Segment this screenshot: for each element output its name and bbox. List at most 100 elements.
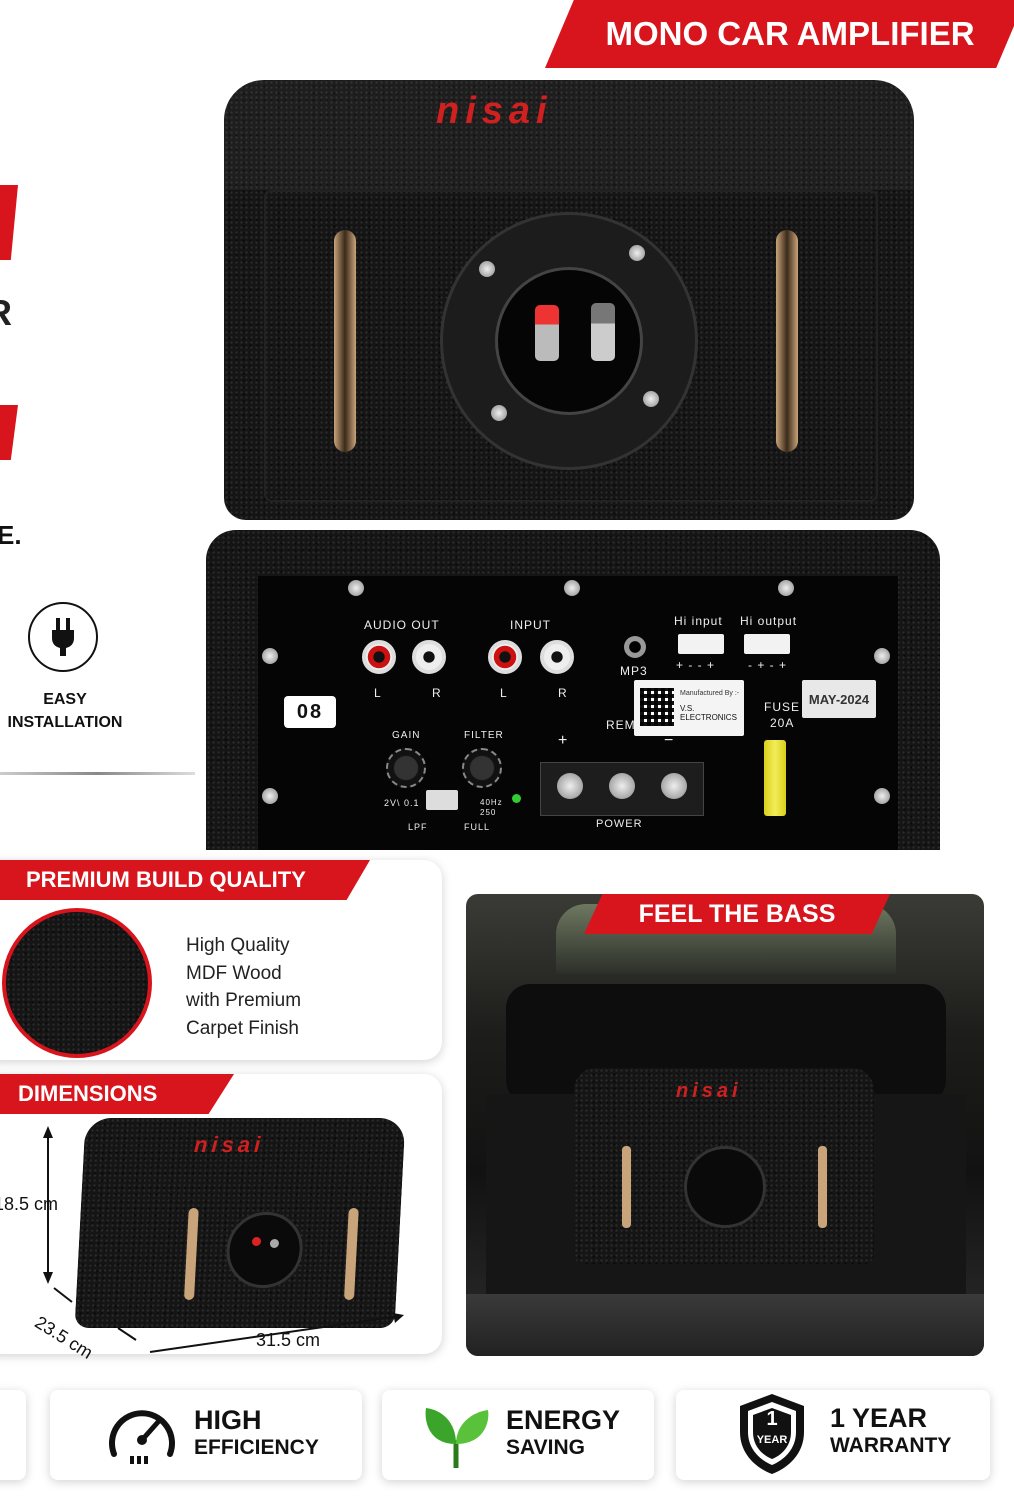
- efficiency-line1: HIGH: [194, 1405, 262, 1435]
- date-text: MAY-2024: [808, 691, 870, 707]
- cup-screw-4: [643, 391, 659, 407]
- carpet-sample-circle: [2, 908, 152, 1058]
- gain-label: GAIN: [392, 730, 421, 741]
- efficiency-line2: EFFICIENCY: [194, 1436, 319, 1459]
- plate-screw-1: [262, 648, 278, 664]
- input-right-jack[interactable]: [540, 640, 574, 674]
- left-red-bar-2: [0, 405, 18, 460]
- plate-screw-4: [874, 788, 890, 804]
- bass-ribbon: FEEL THE BASS: [584, 894, 890, 934]
- bass-title: FEEL THE BASS: [638, 899, 836, 928]
- shield-badge-num: 1: [766, 1408, 778, 1430]
- gain-range: 2V\ 0.1: [384, 798, 420, 808]
- fuse-label: FUSE: [764, 700, 801, 714]
- input-label: INPUT: [510, 618, 551, 632]
- terminal-cup-recess: [495, 267, 643, 415]
- energy-line1: ENERGY: [506, 1405, 621, 1435]
- hi-input-connector[interactable]: [678, 634, 724, 654]
- filter-knob[interactable]: [462, 748, 502, 788]
- premium-line-4: Carpet Finish: [186, 1017, 299, 1039]
- port-left: [334, 230, 356, 452]
- lpf-full-switch[interactable]: [426, 790, 458, 810]
- dimensions-title: DIMENSIONS: [18, 1081, 158, 1106]
- power-terminal-plus[interactable]: [557, 773, 583, 799]
- cup-screw-3: [491, 405, 507, 421]
- amplifier-enclosure: AUDIO OUT INPUT L R L R MP3 Hi input Hi …: [206, 530, 940, 850]
- shield-badge-word: YEAR: [756, 1434, 788, 1446]
- terminal-plus-label: +: [558, 732, 569, 749]
- hi-output-label: Hi output: [740, 614, 798, 628]
- audio-out-right-jack[interactable]: [412, 640, 446, 674]
- enclosure-top-face: [224, 80, 914, 190]
- power-terminal-minus[interactable]: [661, 773, 687, 799]
- manufacturer-line2: V.S. ELECTRONICS: [680, 704, 737, 722]
- qr-label-sticker: Manufactured By :- V.S. ELECTRONICS: [634, 680, 744, 736]
- dimension-arrows: [43, 1126, 404, 1353]
- fuse-rating: 20A: [770, 716, 795, 730]
- energy-text: ENERGY SAVING: [506, 1406, 620, 1462]
- trunk-port-right: [818, 1146, 827, 1228]
- hi-output-connector[interactable]: [744, 634, 790, 654]
- warranty-line2: WARRANTY: [830, 1434, 952, 1457]
- divider-line: [0, 772, 195, 775]
- premium-line-1: High Quality: [186, 935, 290, 956]
- audio-out-l: L: [374, 686, 382, 700]
- trunk-lip: [466, 1294, 984, 1356]
- plate-screw-6: [564, 580, 580, 596]
- filter-label: FILTER: [464, 730, 504, 741]
- gain-knob[interactable]: [386, 748, 426, 788]
- premium-text: High Quality MDF Wood with Premium Carpe…: [186, 932, 301, 1042]
- premium-ribbon: PREMIUM BUILD QUALITY: [0, 860, 370, 900]
- power-terminal-block: [540, 762, 704, 816]
- plate-screw-3: [262, 788, 278, 804]
- hi-input-polarity: + - - +: [676, 658, 716, 672]
- plate-screw-2: [874, 648, 890, 664]
- trunk-terminal-cup: [684, 1146, 766, 1228]
- power-led: [512, 794, 521, 803]
- terminal-red: [535, 305, 559, 361]
- plug-icon: [52, 618, 74, 656]
- date-sticker: MAY-2024: [802, 680, 876, 718]
- feature-tile-efficiency: HIGH EFFICIENCY: [50, 1390, 362, 1480]
- brand-logo: nisai: [436, 90, 553, 132]
- easy-install-line2: INSTALLATION: [7, 714, 123, 731]
- car-trunk-photo: nisai: [466, 894, 984, 1356]
- qr-code-icon: [640, 688, 674, 726]
- plug-icon-circle: [28, 602, 98, 672]
- trunk-port-left: [622, 1146, 631, 1228]
- audio-out-left-jack[interactable]: [362, 640, 396, 674]
- left-fragment-r: R: [0, 292, 12, 334]
- audio-out-r: R: [432, 686, 442, 700]
- warranty-line1: 1 YEAR: [830, 1403, 928, 1433]
- full-label: FULL: [464, 822, 491, 832]
- input-left-jack[interactable]: [488, 640, 522, 674]
- power-label: POWER: [596, 818, 643, 830]
- mp3-jack[interactable]: [624, 636, 646, 658]
- manufacturer-line1: Manufactured By :-: [680, 690, 740, 697]
- mp3-label: MP3: [620, 664, 648, 678]
- energy-line2: SAVING: [506, 1436, 585, 1459]
- dimensions-ribbon: DIMENSIONS: [0, 1074, 234, 1114]
- feature-tile-energy: ENERGY SAVING: [382, 1390, 654, 1480]
- power-terminal-rem[interactable]: [609, 773, 635, 799]
- speedometer-icon: [109, 1410, 175, 1464]
- filter-range: 40Hz 250: [480, 798, 503, 817]
- easy-install-line1: EASY: [43, 691, 87, 708]
- channel-badge-text: 08: [296, 700, 324, 723]
- hi-output-polarity: - + - +: [748, 658, 788, 672]
- easy-install-label: EASY INSTALLATION: [0, 688, 130, 734]
- cup-screw-2: [629, 245, 645, 261]
- amplifier-plate: AUDIO OUT INPUT L R L R MP3 Hi input Hi …: [258, 576, 898, 850]
- premium-line-2: MDF Wood: [186, 962, 282, 984]
- trunk-subwoofer-brand: nisai: [676, 1080, 742, 1102]
- hi-input-label: Hi input: [674, 614, 723, 628]
- input-r: R: [558, 686, 568, 700]
- fuse-holder[interactable]: [764, 740, 786, 816]
- left-red-bar-1: [0, 185, 18, 260]
- leaf-icon: [425, 1408, 489, 1468]
- feature-tile-warranty: 1 YEAR 1 YEAR WARRANTY: [676, 1390, 990, 1480]
- warranty-text: 1 YEAR WARRANTY: [830, 1404, 951, 1460]
- premium-line-3: with Premium: [186, 990, 302, 1011]
- rem-label: REM: [606, 718, 636, 732]
- cup-screw-1: [479, 261, 495, 277]
